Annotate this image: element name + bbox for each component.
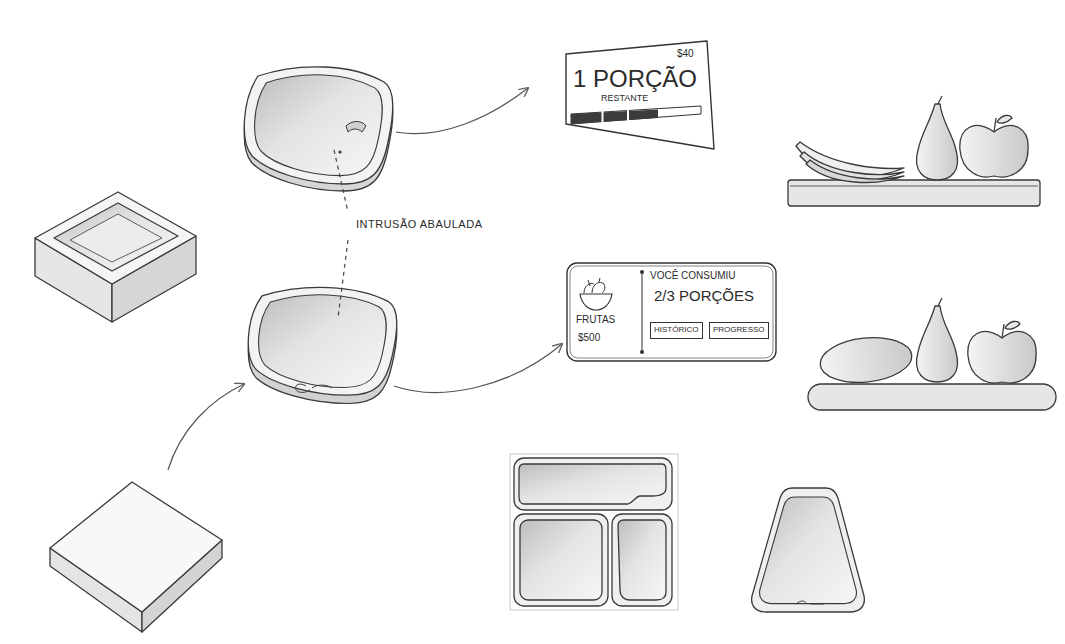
price-text: $40: [677, 48, 694, 59]
flow-arrow: [168, 384, 244, 470]
pear-stem: [938, 96, 942, 104]
compartment: [514, 514, 608, 606]
progress-fill: [571, 110, 658, 125]
fruit-platter: [808, 298, 1056, 410]
flow-arrow: [396, 88, 528, 134]
flow-arrow: [394, 344, 562, 392]
pear-group: [916, 298, 957, 382]
slab-top: [50, 482, 222, 612]
platter: [808, 384, 1056, 410]
avocado: [818, 333, 914, 386]
logo-mark: [296, 384, 310, 392]
trapezoid-tray: [752, 488, 865, 612]
pear-stem: [938, 298, 942, 306]
tray-notch: [346, 122, 366, 133]
pear: [916, 306, 957, 382]
apple-leaf: [997, 115, 1012, 123]
box-floor: [70, 214, 162, 262]
bowl-icon: [580, 294, 612, 310]
banana: [806, 160, 904, 182]
portion-count: 2/3 PORÇÕES: [654, 288, 754, 305]
flat-slab: [50, 482, 222, 632]
tray-dot: [338, 150, 341, 153]
apple-group: [968, 321, 1036, 383]
divider: [642, 272, 643, 352]
tray-inside: [760, 497, 857, 604]
fruit-icon: [584, 278, 605, 293]
button-outline: [710, 323, 769, 339]
card-outline: [567, 263, 776, 361]
progress-bar: [571, 106, 701, 124]
tray-rim: [752, 488, 865, 612]
history-button: HISTÓRICO: [650, 322, 703, 339]
progress-gap: [602, 109, 604, 124]
price-text: $500: [578, 332, 600, 343]
consumed-text: VOCÊ CONSUMIU: [650, 270, 736, 281]
dashed-leader: [338, 240, 348, 318]
leader-lines: [334, 150, 348, 318]
box-inside: [54, 203, 178, 271]
apple: [968, 332, 1036, 383]
status-text: RESTANTE: [601, 94, 648, 104]
open-box: [35, 192, 196, 322]
button-outline: [651, 323, 703, 339]
box-rim: [35, 192, 196, 284]
shelf-edge: [790, 186, 1038, 187]
apple: [960, 126, 1028, 177]
compartment-inside: [520, 520, 602, 600]
apple-stem: [1002, 324, 1004, 338]
card-inner-outline: [570, 266, 773, 358]
divider-dot: [640, 270, 644, 274]
category-text: FRUTAS: [576, 314, 615, 325]
app-card: FRUTAS $500 VOCÊ CONSUMIU 2/3 PORÇÕES HISTÓR…: [566, 262, 777, 362]
logo-mark: [312, 385, 332, 388]
compartment: [514, 458, 672, 510]
divider-dot: [640, 350, 644, 354]
tray-set-frame: [510, 454, 678, 610]
compartment: [612, 514, 672, 606]
tray-inside: [255, 75, 383, 176]
compartment-inside: [519, 464, 666, 504]
tray-middle: [248, 287, 396, 403]
portion-count: 1 PORÇÃO: [573, 66, 697, 92]
tray-inside: [259, 295, 387, 388]
button-text: HISTÓRICO: [654, 326, 698, 335]
progress-button: PROGRESSO: [709, 322, 769, 339]
display-screen: $40 1 PORÇÃO RESTANTE: [565, 40, 715, 152]
modular-trays: [510, 454, 678, 610]
apple-leaf: [1005, 321, 1020, 329]
compartment-inside: [618, 520, 666, 600]
tray-rim: [244, 67, 392, 184]
pear: [916, 104, 957, 180]
apple-stem: [994, 118, 996, 132]
tray-top: [244, 67, 392, 191]
tray-rim: [248, 287, 396, 395]
logo-mark: [796, 601, 824, 604]
shelf: [788, 180, 1040, 206]
dashed-leader: [334, 150, 348, 212]
button-text: PROGRESSO: [713, 326, 765, 335]
screen-outline: [566, 41, 714, 149]
progress-gap: [627, 109, 629, 124]
fruit-shelf-top: [788, 96, 1040, 206]
callout-label: INTRUSÃO ABAULADA: [356, 218, 482, 230]
arrows: [168, 88, 562, 470]
